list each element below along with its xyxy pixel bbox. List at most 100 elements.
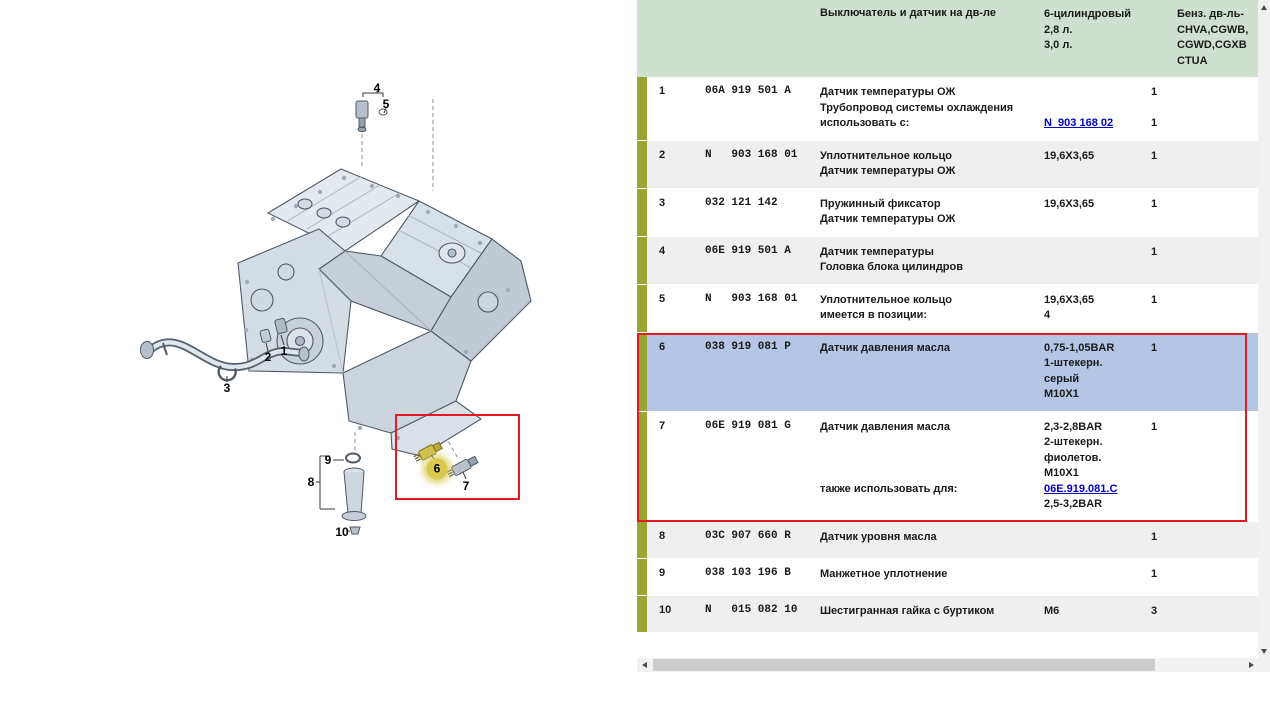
part-number-link[interactable]: 06E.919.081.C — [1044, 482, 1118, 495]
row-description: Датчик давления масла — [805, 333, 1029, 411]
arrow-down-icon — [1261, 648, 1267, 654]
text-line: Датчик температуры — [820, 245, 934, 258]
text-line: 19,6X3,65 — [1044, 197, 1095, 210]
text-line: 2,8 л. — [1044, 23, 1073, 36]
oil-pressure-sensor-7 — [446, 455, 479, 478]
parts-table-pane: Выключатель и датчик на дв-ле 6-цилиндро… — [637, 0, 1258, 658]
row-extra — [1175, 77, 1258, 140]
row-part-number: 038 103 196 B — [705, 566, 791, 579]
row-spec: N 903 168 02 — [1029, 77, 1135, 140]
row-spec — [1029, 522, 1135, 558]
row-quantity: 3 — [1135, 596, 1175, 632]
row-quantity: 1 1 — [1135, 77, 1175, 140]
table-row[interactable]: 6 038 919 081 P Датчик давления масла 0,… — [637, 332, 1258, 412]
diagram-callout-10[interactable]: 10 — [335, 525, 349, 539]
text-line: использовать с: — [820, 117, 910, 129]
text-line: CTUA — [1177, 54, 1208, 67]
text-line: фиолетов. — [1044, 451, 1102, 464]
header-bar-spacer — [637, 0, 647, 77]
header-quantity-column — [1135, 0, 1175, 77]
row-accent-bar — [637, 236, 647, 284]
row-position: 9 — [659, 566, 666, 579]
scroll-left-button[interactable] — [637, 658, 651, 672]
diagram-callout-4[interactable]: 4 — [373, 81, 381, 95]
row-position: 8 — [659, 529, 666, 542]
row-spec — [1029, 237, 1135, 284]
row-extra — [1175, 412, 1258, 521]
text-line: 1 — [1151, 117, 1158, 129]
text-line: 1 — [1151, 197, 1158, 210]
text-line: 6-цилиндровый — [1044, 8, 1132, 20]
vertical-scrollbar[interactable] — [1258, 0, 1270, 658]
scroll-right-button[interactable] — [1244, 658, 1258, 672]
oil-level-parts — [341, 452, 367, 535]
text-line: 06E.919.081.C — [1044, 482, 1135, 498]
text-line: 4 — [1044, 309, 1051, 321]
table-row[interactable]: 7 06E 919 081 G Датчик давления масла та… — [637, 411, 1258, 522]
text-line: Бенз. дв-ль- — [1177, 8, 1245, 20]
row-part-number: 06A 919 501 A — [705, 85, 791, 97]
row-part-number: N 903 168 01 — [705, 148, 798, 161]
diagram-callout-9[interactable]: 9 — [324, 453, 332, 467]
diagram-callout-1[interactable]: 1 — [280, 344, 288, 358]
text-line: M6 — [1044, 604, 1060, 617]
header-description-column: Выключатель и датчик на дв-ле — [820, 7, 996, 19]
row-part-number: N 015 082 10 — [705, 603, 798, 616]
header-part-number-column — [691, 0, 805, 77]
text-line: M10X1 — [1044, 467, 1079, 479]
diagram-callout-2[interactable]: 2 — [264, 350, 272, 364]
row-accent-bar — [637, 521, 647, 558]
scroll-down-button[interactable] — [1258, 644, 1270, 658]
part-number-link[interactable]: N 903 168 02 — [1044, 117, 1114, 129]
text-line: Пружинный фиксатор — [820, 197, 941, 210]
diagram-callout-8[interactable]: 8 — [307, 475, 315, 489]
table-row[interactable]: 9 038 103 196 B Манжетное уплотнение 1 — [637, 558, 1258, 596]
row-description: Датчик давления масла также использовать… — [805, 412, 1029, 521]
horizontal-scrollbar[interactable] — [637, 658, 1258, 672]
text-line: 1 — [1151, 530, 1158, 543]
table-row[interactable]: 8 03C 907 660 R Датчик уровня масла 1 — [637, 521, 1258, 559]
text-line — [1044, 101, 1135, 117]
text-line: 2,5-3,2BAR — [1044, 498, 1103, 510]
diagram-callout-5[interactable]: 5 — [382, 97, 390, 111]
row-extra — [1175, 285, 1258, 332]
table-header-row: Выключатель и датчик на дв-ле 6-цилиндро… — [637, 0, 1258, 77]
row-part-number: 03C 907 660 R — [705, 529, 791, 542]
diagram-callout-6[interactable]: 6 — [426, 458, 448, 480]
row-accent-bar — [637, 558, 647, 595]
row-part-number: N 903 168 01 — [705, 292, 798, 305]
text-line: Уплотнительное кольцо — [820, 293, 952, 306]
row-position: 4 — [659, 244, 666, 257]
scroll-up-button[interactable] — [1258, 0, 1270, 14]
text-line: 1-штекерн. — [1044, 357, 1103, 369]
table-row[interactable]: 10 N 015 082 10 Шестигранная гайка с бур… — [637, 595, 1258, 633]
text-line — [1044, 85, 1135, 101]
text-line — [820, 435, 1029, 451]
text-line: M10X1 — [1044, 388, 1079, 400]
horizontal-scroll-thumb[interactable] — [653, 659, 1155, 671]
text-line: имеется в позиции: — [820, 309, 928, 321]
row-quantity: 1 — [1135, 237, 1175, 284]
row-extra — [1175, 522, 1258, 558]
row-part-number: 038 919 081 P — [705, 340, 791, 353]
diagram-callout-3[interactable]: 3 — [223, 381, 231, 395]
row-extra — [1175, 237, 1258, 284]
arrow-up-icon — [1261, 4, 1267, 10]
row-position: 1 — [659, 85, 666, 97]
coolant-pipe — [140, 338, 310, 372]
diagram-callout-7[interactable]: 7 — [462, 479, 470, 493]
row-position: 6 — [659, 340, 666, 353]
